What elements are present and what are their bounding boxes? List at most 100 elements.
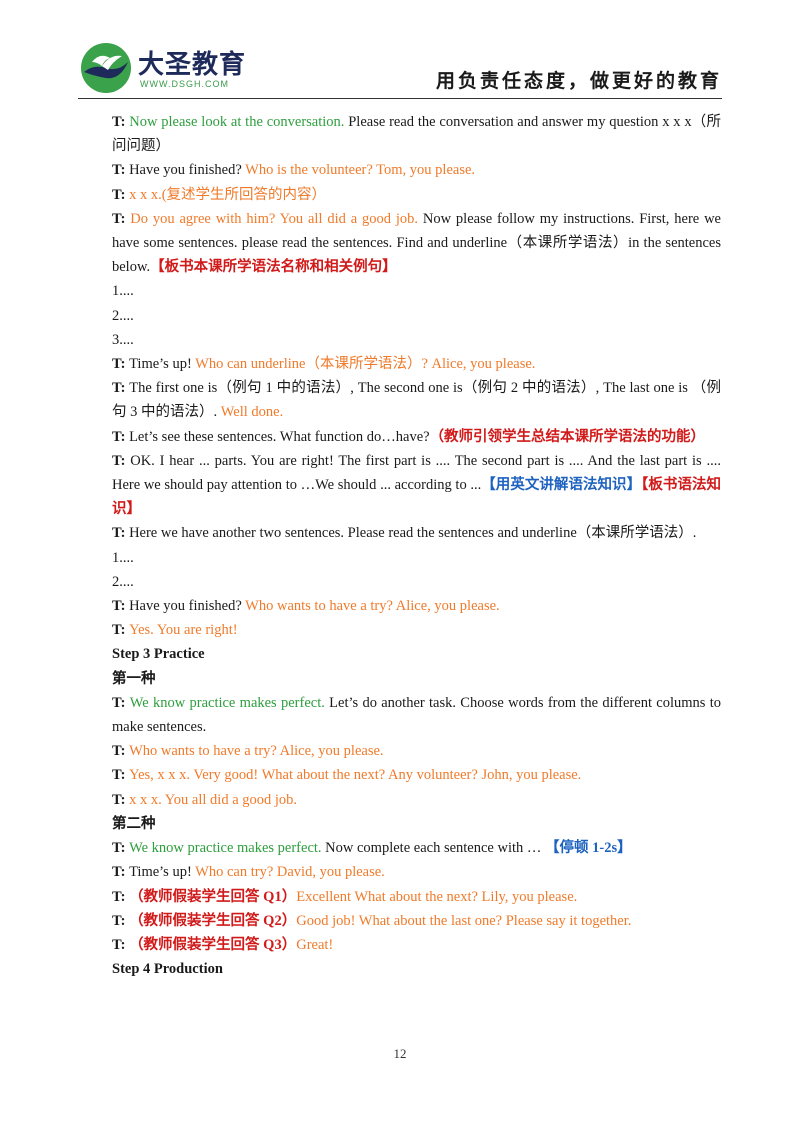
speaker-label: T: [112, 622, 130, 639]
text-segment: Do you agree with him? You all did a goo… [130, 210, 419, 227]
text-line: T: （教师假装学生回答 Q1）Excellent What about the… [80, 885, 721, 909]
speaker-label: T: [112, 525, 130, 542]
text-segment: Have you finished? [129, 598, 246, 615]
text-line: 第二种 [80, 812, 721, 836]
text-line: T: Have you finished? Who wants to have … [80, 594, 721, 618]
text-line: T: Let’s see these sentences. What funct… [80, 425, 721, 449]
text-segment: Step 4 Production [112, 961, 223, 978]
text-line: Step 3 Practice [80, 642, 721, 666]
text-segment: 1.... [112, 283, 134, 300]
speaker-label: T: [112, 936, 130, 953]
text-segment: 第一种 [112, 670, 156, 687]
text-segment: 3.... [112, 331, 134, 348]
text-segment: Let’s do another task. Choose words from… [112, 694, 721, 736]
text-segment: We know practice makes perfect. [129, 694, 325, 711]
text-line: 第一种 [80, 667, 721, 691]
text-segment: 2.... [112, 307, 134, 324]
text-segment: 【停顿 1-2s】 [545, 840, 632, 857]
text-line: T: OK. I hear ... parts. You are right! … [80, 449, 721, 522]
text-segment: Now please follow my instructions. First… [112, 210, 721, 276]
text-line: 1.... [80, 279, 721, 303]
speaker-label: T: [112, 162, 130, 179]
speaker-label: T: [112, 356, 130, 373]
text-segment: Please read the conversation and answer … [112, 114, 721, 155]
text-line: 3.... [80, 328, 721, 352]
speaker-label: T: [112, 791, 130, 808]
text-segment: 【板书本课所学语法名称和相关例句】 [150, 259, 397, 276]
text-line: T: Have you finished? Who is the volunte… [80, 158, 721, 182]
text-line: Step 4 Production [80, 957, 721, 981]
text-line: T: We know practice makes perfect. Now c… [80, 836, 721, 860]
text-line: 2.... [80, 304, 721, 328]
text-line: T: Here we have another two sentences. P… [80, 521, 721, 545]
text-segment: （教师假装学生回答 Q2） [129, 912, 297, 929]
text-segment: 【用英文讲解语法知识】 [481, 477, 642, 494]
text-segment: OK. I hear ... parts. You are right! The… [112, 452, 721, 494]
text-line: T: （教师假装学生回答 Q3）Great! [80, 933, 721, 957]
text-segment: 【板书语法知识】 [112, 477, 722, 518]
text-line: T: Who wants to have a try? Alice, you p… [80, 739, 721, 763]
page-header: 大圣教育 WWW.DSGH.COM 用负责任态度，做更好的教育 [78, 38, 722, 98]
speaker-label: T: [112, 912, 130, 929]
text-segment: 1.... [112, 549, 134, 566]
brand-url: WWW.DSGH.COM [140, 79, 229, 89]
text-segment: Step 3 Practice [112, 646, 205, 663]
bird-globe-logo-icon [81, 43, 131, 93]
text-segment: Who wants to have a try? Alice, you plea… [129, 743, 384, 760]
speaker-label: T: [112, 598, 130, 615]
speaker-label: T: [112, 210, 131, 227]
text-segment: Who can underline（本课所学语法）? Alice, you pl… [195, 356, 536, 373]
text-segment: Time’s up! [129, 356, 196, 373]
text-line: T: x x x. You all did a good job. [80, 788, 721, 812]
text-line: T: Yes. You are right! [80, 618, 721, 642]
text-segment: Who is the volunteer? Tom, you please. [245, 162, 476, 179]
speaker-label: T: [112, 767, 130, 784]
text-segment: x x x. You all did a good job. [129, 791, 298, 808]
text-segment: Let’s see these sentences. What function… [129, 428, 430, 445]
text-segment: Who wants to have a try? Alice, you plea… [245, 598, 500, 615]
text-line: T: The first one is（例句 1 中的语法）, The seco… [80, 376, 721, 424]
text-line: T: Yes, x x x. Very good! What about the… [80, 763, 721, 787]
speaker-label: T: [112, 380, 130, 397]
text-segment: Well done. [217, 404, 284, 421]
text-segment: （教师假装学生回答 Q1） [129, 888, 297, 905]
text-line: T: Do you agree with him? You all did a … [80, 207, 721, 280]
text-segment: Yes, x x x. Very good! What about the ne… [129, 767, 582, 784]
text-segment: Here we have another two sentences. Plea… [129, 525, 697, 542]
text-line: T: x x x.(复述学生所回答的内容） [80, 183, 721, 207]
text-line: 2.... [80, 570, 721, 594]
text-segment: x x x.(复述学生所回答的内容） [129, 186, 327, 203]
text-line: T: We know practice makes perfect. Let’s… [80, 691, 721, 739]
speaker-label: T: [112, 864, 130, 881]
text-segment: Now complete each sentence with … [321, 840, 546, 857]
text-segment: 第二种 [112, 815, 156, 832]
speaker-label: T: [112, 694, 130, 711]
speaker-label: T: [112, 452, 131, 469]
slogan: 用负责任态度，做更好的教育 [435, 70, 722, 92]
speaker-label: T: [112, 186, 130, 203]
speaker-label: T: [112, 888, 130, 905]
text-segment: Yes. You are right! [129, 622, 238, 639]
text-segment: The first one is（例句 1 中的语法）, The second … [112, 380, 721, 421]
text-segment: Have you finished? [129, 162, 246, 179]
text-segment: 2.... [112, 573, 134, 590]
text-segment: Great! [296, 936, 334, 953]
lesson-script-body: T: Now please look at the conversation. … [80, 110, 721, 981]
text-segment: （教师引领学生总结本课所学语法的功能） [429, 428, 706, 445]
text-segment: Time’s up! [129, 864, 196, 881]
text-segment: Who can try? David, you please. [195, 864, 385, 881]
page-number: 12 [393, 1046, 407, 1061]
text-segment: Excellent What about the next? Lily, you… [296, 888, 578, 905]
text-segment: We know practice makes perfect. [129, 840, 322, 857]
speaker-label: T: [112, 428, 130, 445]
text-line: T: Now please look at the conversation. … [80, 110, 721, 158]
text-segment: Now please look at the conversation. [129, 114, 345, 130]
brand-name: 大圣教育 [138, 50, 247, 80]
speaker-label: T: [112, 114, 130, 130]
header-divider [78, 98, 722, 99]
text-line: 1.... [80, 546, 721, 570]
speaker-label: T: [112, 743, 130, 760]
text-segment: Good job! What about the last one? Pleas… [296, 912, 632, 929]
text-line: T: Time’s up! Who can underline（本课所学语法）?… [80, 352, 721, 376]
text-line: T: （教师假装学生回答 Q2）Good job! What about the… [80, 909, 721, 933]
